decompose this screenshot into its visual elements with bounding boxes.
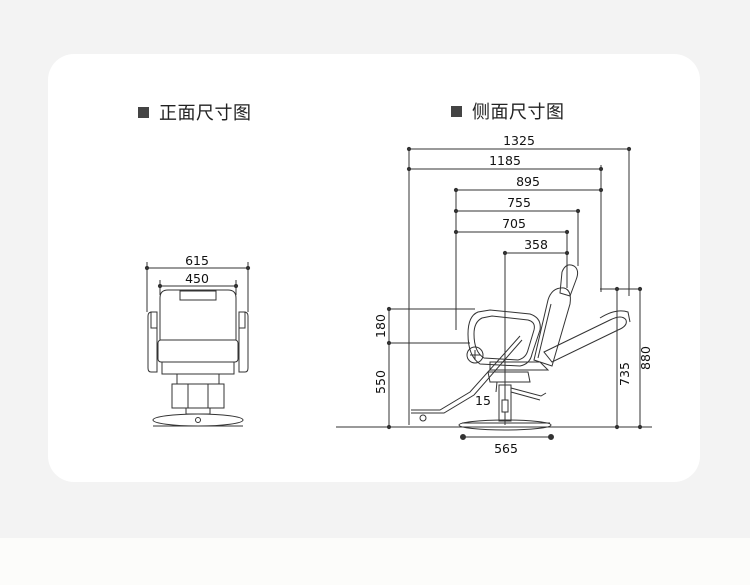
front-dim-450: 450 bbox=[185, 271, 209, 286]
side-dim-895: 895 bbox=[516, 174, 540, 189]
front-view-drawing bbox=[144, 262, 251, 427]
side-view-dimension-lines bbox=[336, 146, 652, 440]
side-dim-880: 880 bbox=[638, 346, 653, 370]
side-view-heading: 侧面尺寸图 bbox=[451, 98, 565, 124]
side-dim-1325: 1325 bbox=[503, 133, 535, 148]
side-dim-1185: 1185 bbox=[489, 153, 521, 168]
side-dim-705: 705 bbox=[502, 216, 526, 231]
side-dim-550: 550 bbox=[373, 370, 388, 394]
front-view-heading: 正面尺寸图 bbox=[138, 99, 252, 125]
side-view-chair-drawing bbox=[411, 264, 631, 431]
side-view-title: 侧面尺寸图 bbox=[472, 102, 565, 123]
front-dim-615: 615 bbox=[185, 253, 209, 268]
side-dim-180: 180 bbox=[373, 314, 388, 338]
bottom-band bbox=[0, 538, 750, 585]
side-dim-358: 358 bbox=[524, 237, 548, 252]
side-dim-755: 755 bbox=[507, 195, 531, 210]
square-bullet-icon bbox=[451, 105, 462, 117]
side-dim-735: 735 bbox=[617, 362, 632, 386]
side-dim-565: 565 bbox=[494, 441, 518, 456]
square-bullet-icon bbox=[138, 106, 149, 118]
front-view-title: 正面尺寸图 bbox=[159, 103, 252, 124]
side-dim-15: 15 bbox=[475, 393, 491, 408]
